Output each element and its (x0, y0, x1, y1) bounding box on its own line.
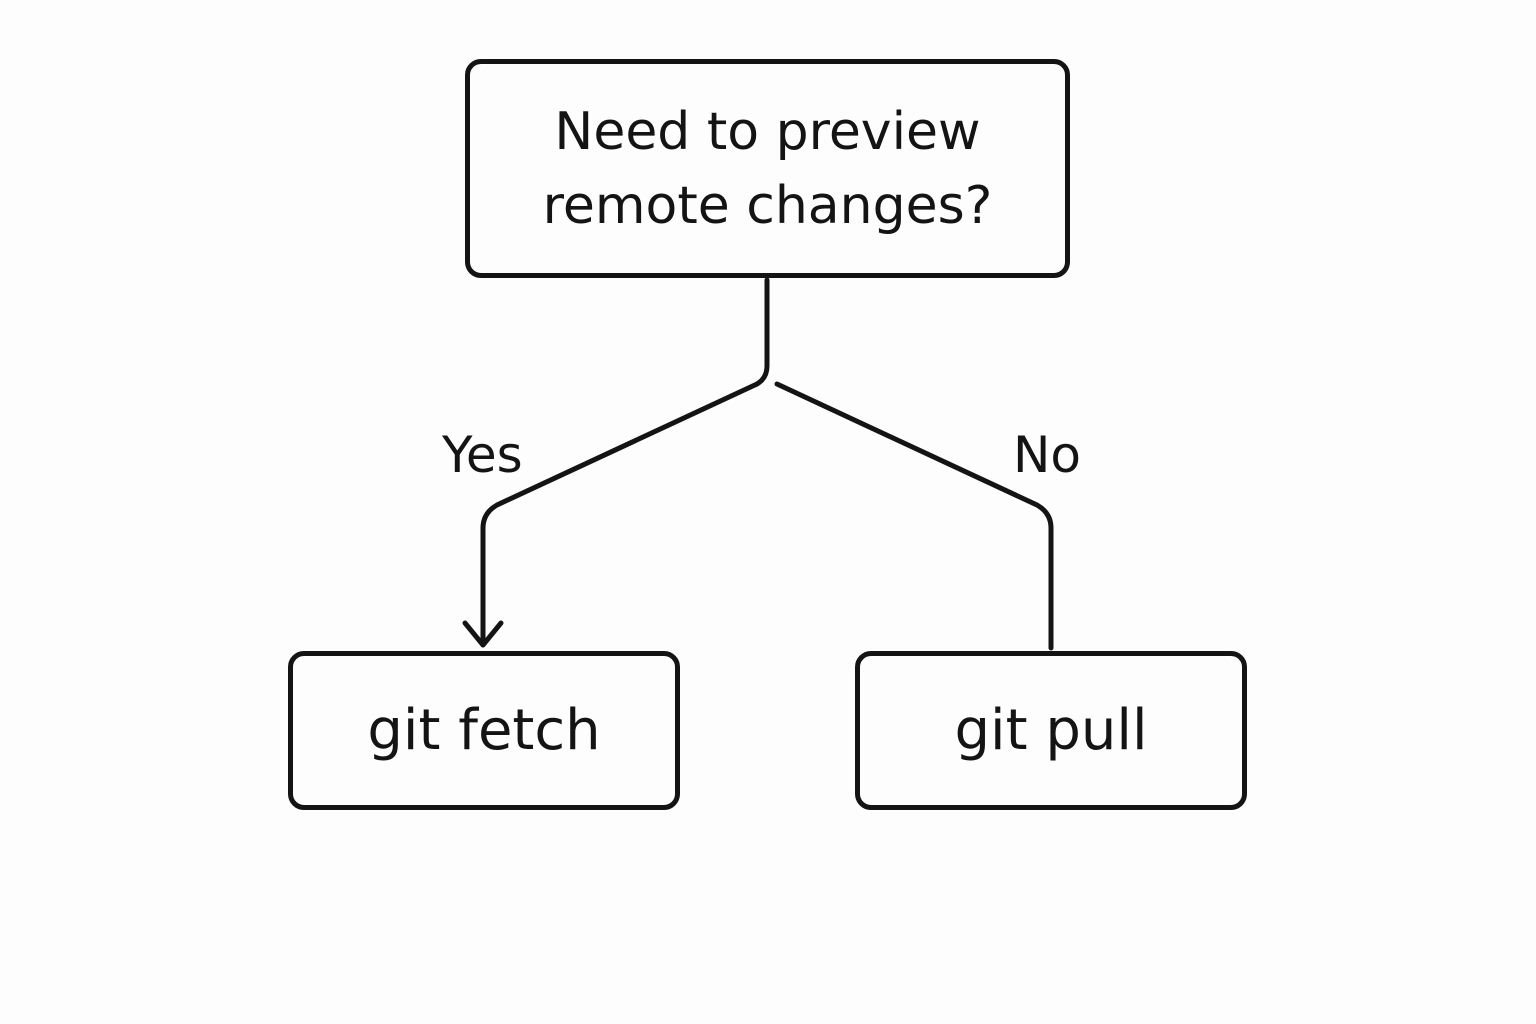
no-branch-label: No (1013, 426, 1081, 484)
decision-node: Need to preview remote changes? (465, 59, 1070, 278)
arrowhead-yes (462, 620, 504, 648)
connector-no-branch (774, 381, 1054, 651)
git-fetch-text: git fetch (367, 698, 601, 763)
git-pull-node: git pull (855, 651, 1247, 810)
connector-yes-branch (480, 381, 760, 648)
git-fetch-node: git fetch (288, 651, 680, 810)
git-pull-text: git pull (954, 698, 1148, 763)
yes-branch-label: Yes (442, 426, 523, 484)
connector-trunk (754, 277, 770, 387)
decision-text-line-2: remote changes? (542, 175, 993, 236)
decision-text-line-1: Need to preview (554, 101, 981, 162)
